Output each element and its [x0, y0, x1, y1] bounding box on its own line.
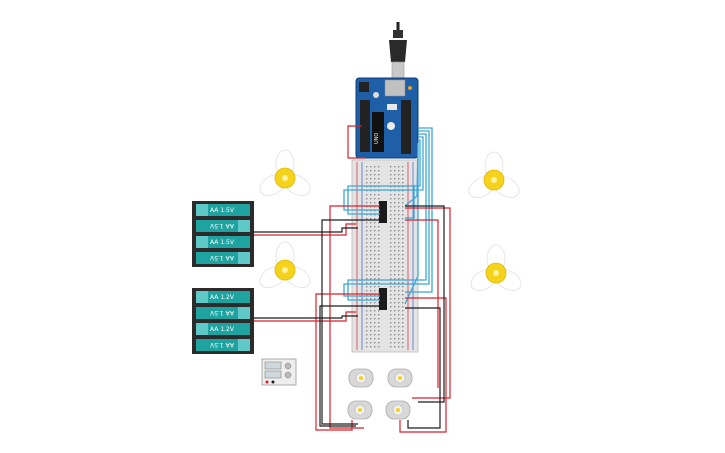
battery-cell [196, 291, 250, 303]
battery-cell [196, 252, 250, 264]
battery-cell-label: AA 1.5V [209, 341, 234, 348]
battery-pack[interactable]: AA 1.5V AA 1.5V AA 1.5V AA 1.5V [192, 201, 254, 267]
battery-cell [196, 236, 250, 248]
dc-motor-icon[interactable] [385, 400, 411, 420]
battery-pack[interactable]: AA 1.2V AA 1.5V AA 1.2V AA 1.5V [192, 288, 254, 354]
dc-motor-icon[interactable] [347, 400, 373, 420]
propeller-icon[interactable] [467, 244, 524, 295]
dc-motor-icon[interactable] [387, 368, 413, 388]
battery-cell-label: AA 1.2V [210, 294, 235, 301]
battery-cell-label: AA 1.5V [210, 239, 235, 246]
battery-cell-label: AA 1.5V [209, 222, 234, 229]
motor-driver-chip[interactable] [379, 201, 387, 223]
propeller-icon[interactable] [256, 241, 313, 292]
battery-cell-label: AA 1.5V [210, 207, 235, 214]
battery-cell [196, 323, 250, 335]
breadboard-holes [366, 166, 404, 348]
arduino-uno-board[interactable]: UNO [355, 77, 419, 159]
battery-cell-label: AA 1.5V [209, 254, 234, 261]
usb-cable [389, 22, 407, 79]
signal-wires [343, 127, 433, 305]
battery-cell [196, 307, 250, 319]
power-supply-icon[interactable] [261, 358, 297, 386]
power-wires-red [254, 125, 451, 433]
battery-cell [196, 204, 250, 216]
breadboard[interactable] [351, 159, 419, 353]
battery-cell [196, 339, 250, 351]
battery-cell-label: AA 1.2V [210, 326, 235, 333]
svg-text:UNO: UNO [374, 133, 380, 144]
battery-cell [196, 220, 250, 232]
motor-driver-chip[interactable] [379, 288, 387, 310]
power-wires-black [254, 205, 445, 429]
battery-cell-label: AA 1.5V [209, 309, 234, 316]
propeller-icon[interactable] [465, 151, 522, 202]
dc-motor-icon[interactable] [348, 368, 374, 388]
propeller-icon[interactable] [256, 149, 313, 200]
